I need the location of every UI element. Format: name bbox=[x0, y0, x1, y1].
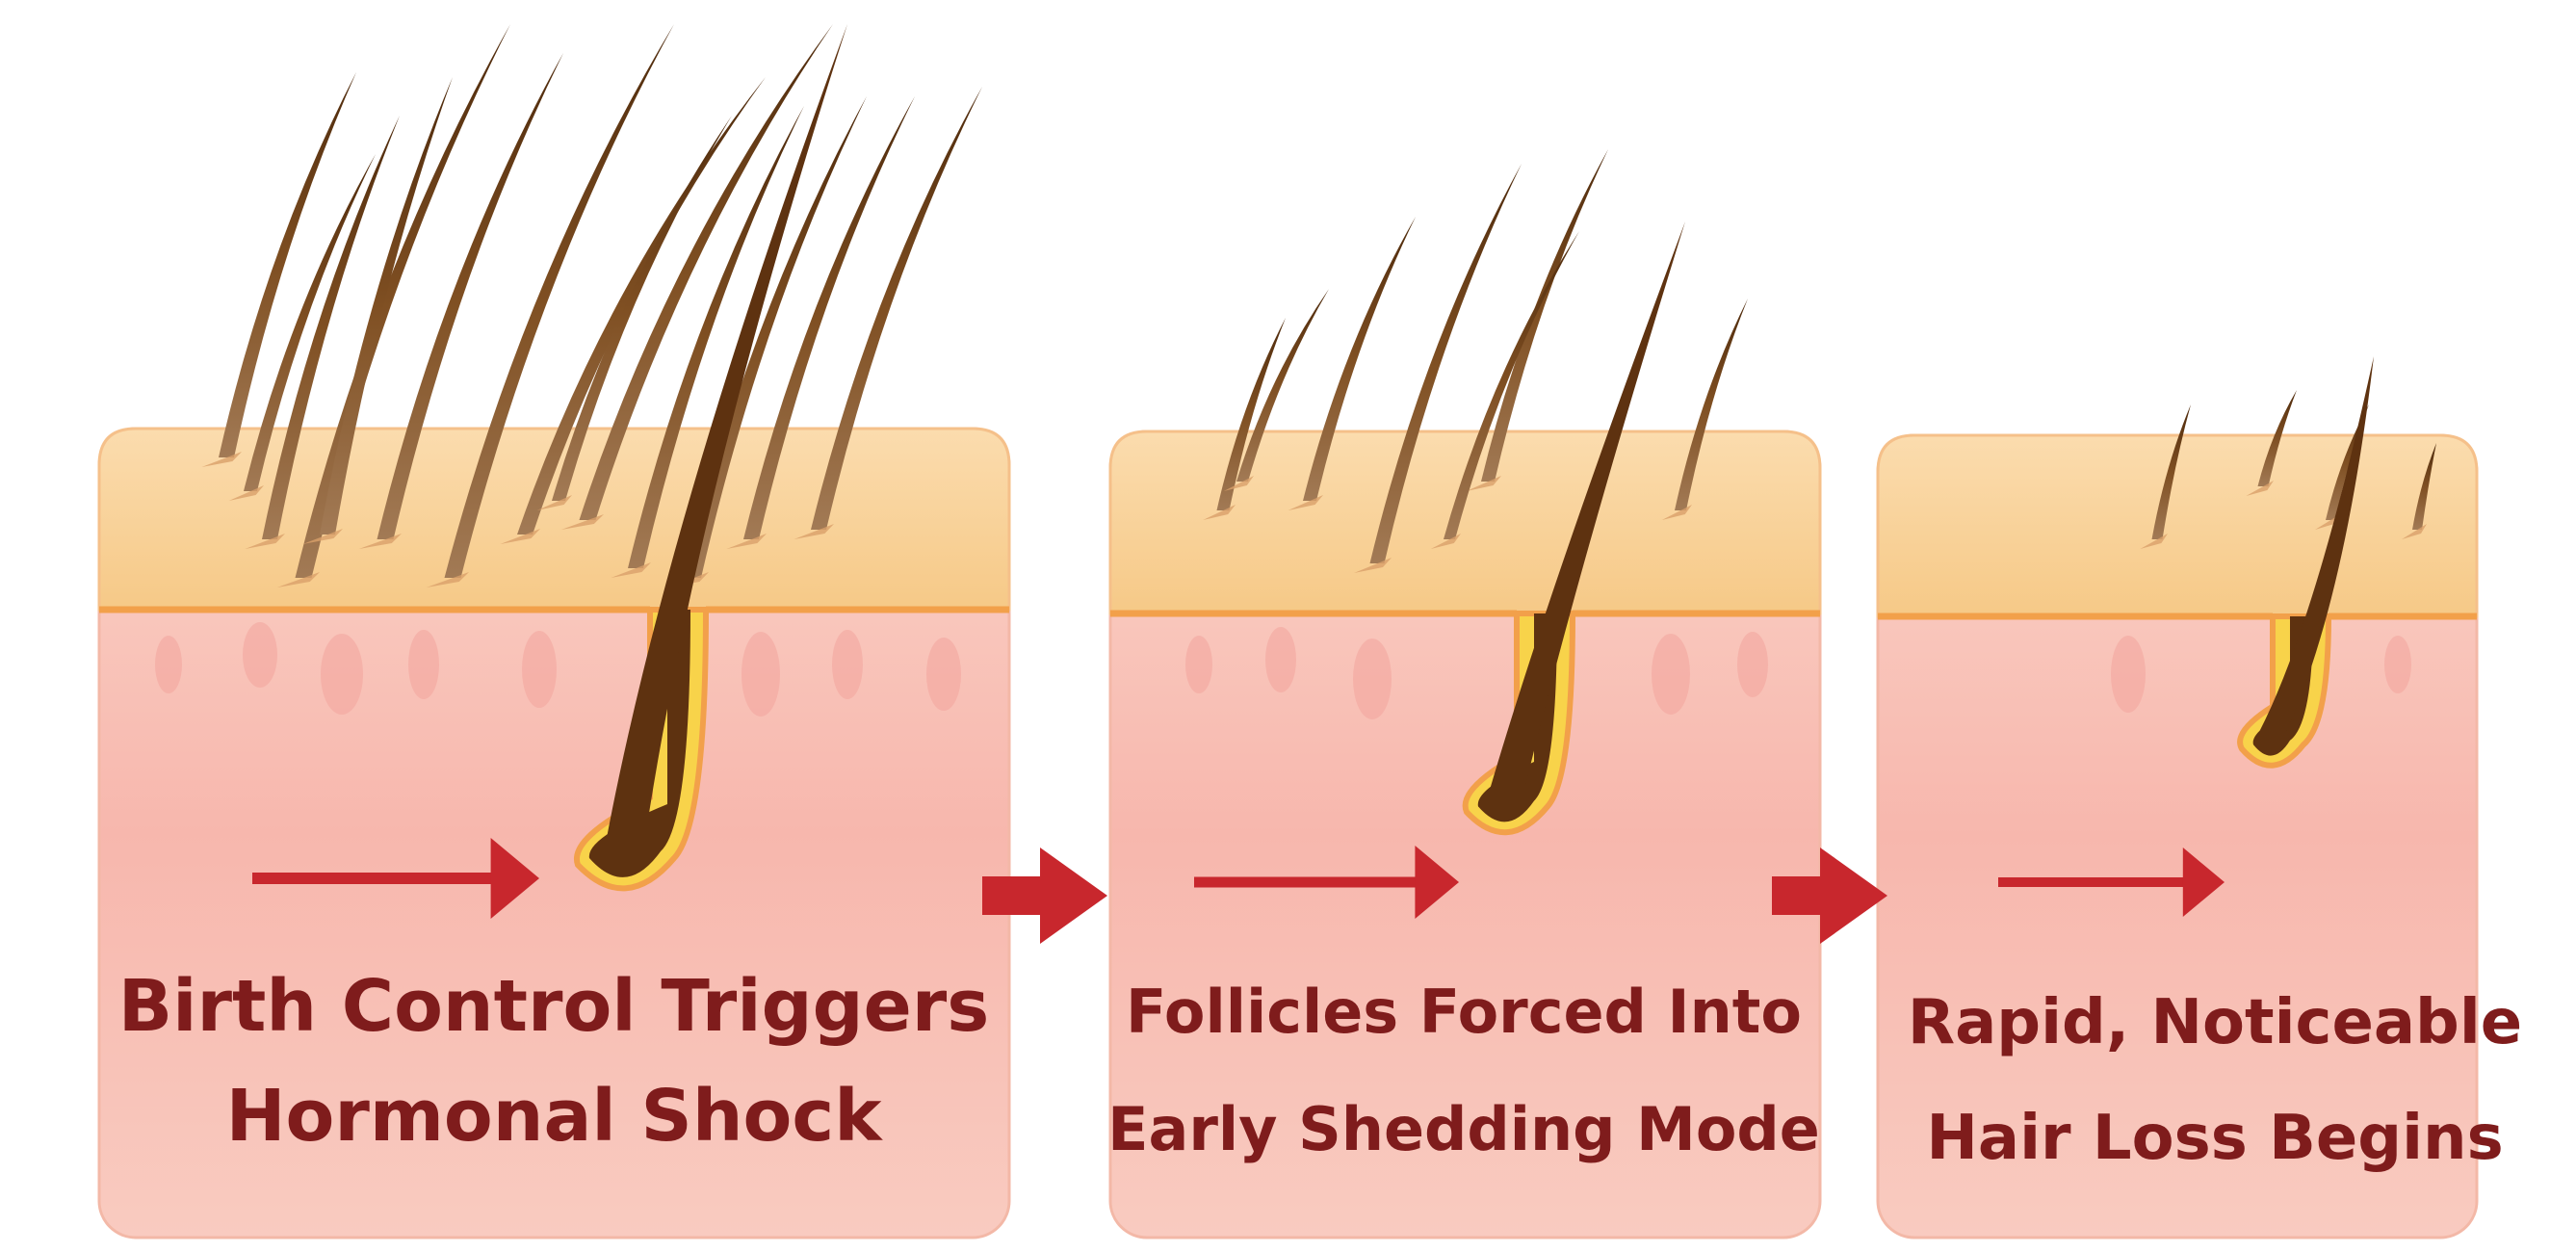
scalp-layer bbox=[1876, 433, 2479, 618]
hair-strand bbox=[1303, 217, 1416, 501]
hair-strand bbox=[1236, 289, 1329, 482]
hair-pore bbox=[611, 562, 651, 578]
dermal-papilla bbox=[321, 634, 363, 715]
dermal-papilla bbox=[1737, 632, 1768, 697]
dermal-papilla bbox=[742, 632, 780, 717]
caption-stage-3-line-2: Hair Loss Begins bbox=[1926, 1103, 2504, 1174]
panel-stage-3 bbox=[1876, 356, 2479, 1239]
dermal-papilla bbox=[926, 638, 961, 711]
caption-stage-3: Rapid, Noticeable Hair Loss Begins bbox=[1883, 992, 2547, 1169]
caption-stage-2-line-1: Follicles Forced Into bbox=[1126, 977, 1802, 1047]
hair-pore bbox=[1466, 476, 1501, 491]
hair-strand bbox=[552, 116, 732, 501]
caption-stage-2-line-2: Early Shedding Mode bbox=[1107, 1094, 1820, 1164]
hair-strand bbox=[295, 24, 510, 578]
dermal-papilla bbox=[832, 630, 863, 699]
follicle-bulb bbox=[588, 610, 690, 877]
hair-strand bbox=[579, 24, 833, 520]
hair-pore bbox=[2402, 524, 2427, 539]
hair-pore bbox=[500, 529, 540, 544]
dermal-papilla bbox=[1185, 636, 1212, 693]
dermal-papilla bbox=[243, 622, 277, 688]
hair-pore bbox=[2140, 534, 2168, 549]
hair-strand bbox=[1216, 318, 1286, 510]
caption-stage-1-line-2: Hormonal Shock bbox=[225, 1075, 882, 1158]
dermal-papilla bbox=[1353, 639, 1392, 719]
hair-pore bbox=[201, 452, 242, 467]
growing-hair-shaft bbox=[607, 24, 847, 838]
scalp-layer bbox=[1108, 430, 1822, 615]
hair-pore bbox=[560, 514, 604, 530]
hair-pore bbox=[536, 495, 572, 510]
arrow-right-icon bbox=[1040, 848, 1107, 944]
hair-strand bbox=[1444, 231, 1579, 539]
hair-pore bbox=[426, 572, 469, 587]
hair-strand bbox=[444, 24, 674, 578]
hair-strand bbox=[1369, 164, 1522, 563]
hair-strand bbox=[811, 87, 982, 530]
caption-stage-1-line-1: Birth Control Triggers bbox=[117, 965, 990, 1048]
hair-strand bbox=[219, 72, 356, 457]
hair-pore bbox=[228, 485, 264, 501]
dermal-papilla bbox=[2384, 636, 2411, 693]
hair-strand bbox=[743, 96, 915, 539]
hair-strand bbox=[377, 53, 563, 539]
dermal-papilla bbox=[408, 630, 439, 699]
dermal-papilla bbox=[1265, 627, 1296, 692]
hair-pore bbox=[1223, 476, 1254, 491]
hair-pore bbox=[276, 572, 320, 587]
hair-strand bbox=[262, 116, 400, 539]
hair-strand bbox=[320, 77, 453, 535]
hair-pore bbox=[1288, 495, 1323, 510]
panel-stage-2 bbox=[1108, 149, 1822, 1239]
hair-strand bbox=[1675, 299, 1748, 510]
hair-pore bbox=[2315, 514, 2340, 530]
arrow-right-icon bbox=[1415, 846, 1459, 919]
hair-pore bbox=[1203, 505, 1236, 520]
hair-pore bbox=[726, 534, 767, 549]
hair-strand bbox=[2257, 390, 2297, 486]
hair-strand bbox=[2412, 443, 2436, 530]
hair-pore bbox=[302, 529, 343, 544]
dermal-papilla bbox=[1652, 634, 1690, 715]
dermal-papilla bbox=[2111, 636, 2146, 713]
caption-stage-1: Birth Control Triggers Hormonal Shock bbox=[101, 971, 1006, 1152]
arrow-right-icon bbox=[2182, 848, 2225, 917]
hair-pore bbox=[1661, 505, 1692, 520]
caption-stage-3-line-1: Rapid, Noticeable bbox=[1907, 987, 2523, 1058]
dermal-papilla bbox=[522, 631, 557, 708]
hair-strand bbox=[2151, 404, 2191, 539]
dermal-papilla bbox=[155, 636, 182, 693]
growing-hair-shaft bbox=[1490, 222, 1685, 790]
panel-stage-1 bbox=[97, 24, 1011, 1239]
arrow-right-icon bbox=[490, 838, 539, 919]
hair-strand bbox=[686, 96, 867, 578]
hair-pore bbox=[245, 534, 285, 549]
caption-stage-2: Follicles Forced Into Early Shedding Mod… bbox=[1107, 982, 1820, 1160]
hair-pore bbox=[358, 534, 402, 549]
hair-pore bbox=[794, 524, 834, 539]
hair-strand bbox=[628, 106, 804, 568]
hair-strand bbox=[244, 154, 376, 491]
arrow-right-icon bbox=[1820, 848, 1887, 944]
hair-pore bbox=[1354, 558, 1392, 573]
hair-strand bbox=[1481, 149, 1608, 482]
hair-pore bbox=[2246, 481, 2274, 496]
hair-pore bbox=[1430, 534, 1461, 549]
hair-strand bbox=[517, 77, 766, 535]
